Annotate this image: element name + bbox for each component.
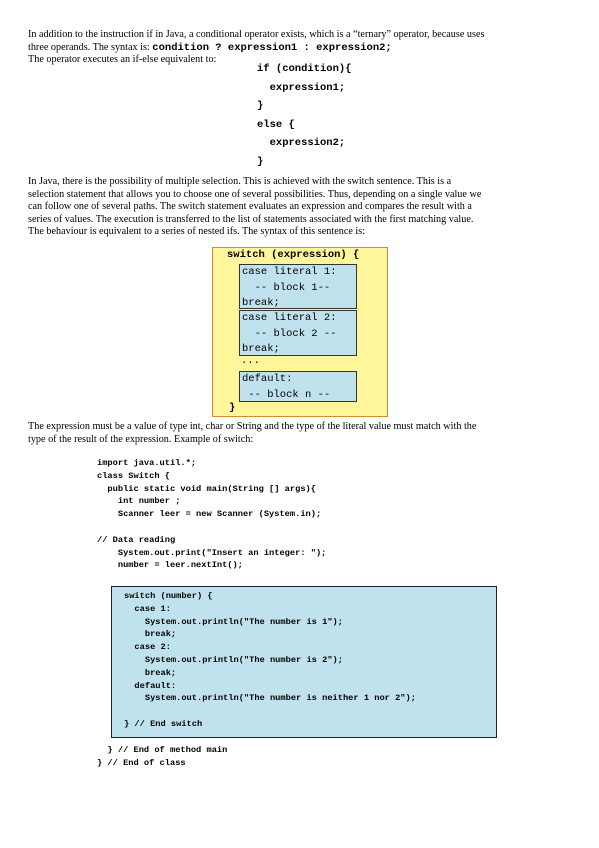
ternary-syntax-code: condition ? expression1 : expression2; bbox=[152, 41, 392, 54]
code-line: Scanner leer = new Scanner (System.in); bbox=[97, 509, 322, 520]
case-1-line: -- block 1-- bbox=[242, 281, 331, 294]
case-2-line: -- block 2 -- bbox=[242, 327, 337, 340]
ellipsis: ... bbox=[241, 355, 260, 367]
intro-line-1: In addition to the instruction if in Jav… bbox=[28, 29, 485, 40]
if-code-line: } bbox=[257, 100, 264, 112]
switch-code-line: switch (number) { bbox=[124, 591, 213, 601]
code-line: } // End of class bbox=[97, 757, 186, 768]
switch-code-line: System.out.println("The number is 2"); bbox=[124, 654, 343, 665]
intro-line-2-text: three operands. The syntax is: bbox=[28, 41, 153, 53]
if-code-line: else { bbox=[257, 118, 295, 131]
switch-code-line: break; bbox=[124, 667, 177, 678]
code-line bbox=[97, 521, 326, 534]
code-line: System.out.print("Insert an integer: "); bbox=[97, 547, 327, 558]
expression-line: The expression must be a value of type i… bbox=[28, 421, 477, 432]
intro-line-3: The operator executes an if-else equival… bbox=[28, 54, 217, 66]
switch-closing-brace: } bbox=[229, 402, 236, 414]
intro-line-2: three operands. The syntax is: condition… bbox=[28, 42, 578, 55]
example-switch-code: switch (number) { case 1: System.out.pri… bbox=[124, 590, 416, 731]
ternary-intro-paragraph: In addition to the instruction if in Jav… bbox=[28, 29, 578, 67]
case-1-line: case literal 1: bbox=[242, 266, 337, 278]
switch-code-line: case 2: bbox=[124, 642, 171, 653]
if-code-line: if (condition){ bbox=[257, 63, 352, 75]
case-2-line: case literal 2: bbox=[242, 312, 337, 324]
example-code-bottom: } // End of method main } // End of class bbox=[97, 744, 227, 770]
if-code-line: expression2; bbox=[257, 137, 346, 149]
code-line: import java.util.*; bbox=[97, 458, 197, 468]
example-switch-box: switch (number) { case 1: System.out.pri… bbox=[111, 586, 497, 738]
switch-code-line: break; bbox=[124, 629, 177, 640]
switch-code-line: case 1: bbox=[124, 603, 171, 614]
switch-code-line: System.out.println("The number is 1"); bbox=[124, 616, 343, 627]
code-line: // Data reading bbox=[97, 534, 176, 545]
switch-code-line: } // End switch bbox=[124, 718, 203, 729]
switch-syntax-diagram: switch (expression) { case literal 1: --… bbox=[212, 247, 388, 417]
switch-code-line bbox=[124, 705, 416, 718]
switch-code-line: default: bbox=[124, 680, 177, 691]
example-code-top: import java.util.*; class Switch { public… bbox=[97, 457, 326, 572]
switch-intro-line: selection statement that allows you to c… bbox=[28, 188, 482, 200]
switch-intro-paragraph: In Java, there is the possibility of mul… bbox=[28, 176, 578, 239]
code-line: public static void main(String [] args){ bbox=[97, 483, 316, 494]
expression-paragraph: The expression must be a value of type i… bbox=[28, 421, 578, 446]
code-line: } // End of method main bbox=[97, 745, 228, 755]
switch-header: switch (expression) { bbox=[227, 249, 360, 261]
switch-intro-line: series of values. The execution is trans… bbox=[28, 213, 474, 225]
if-code-line: } bbox=[257, 155, 264, 168]
switch-intro-line: can follow one of several paths. The swi… bbox=[28, 201, 472, 213]
code-line: number = leer.nextInt(); bbox=[97, 560, 243, 571]
code-line: class Switch { bbox=[97, 470, 170, 481]
case-2-line: break; bbox=[242, 343, 280, 355]
default-line: -- block n -- bbox=[242, 388, 331, 401]
switch-intro-line: The behaviour is equivalent to a series … bbox=[28, 226, 366, 238]
default-box: default: -- block n -- bbox=[239, 371, 357, 402]
if-else-code-block: if (condition){ expression1;} else { expr… bbox=[257, 60, 352, 171]
expression-line: type of the result of the expression. Ex… bbox=[28, 433, 254, 445]
code-line: int number ; bbox=[97, 496, 181, 507]
switch-intro-line: In Java, there is the possibility of mul… bbox=[28, 176, 452, 187]
case-1-line: break; bbox=[242, 297, 280, 309]
switch-code-line: System.out.println("The number is neithe… bbox=[124, 693, 416, 704]
case-1-box: case literal 1: -- block 1-- break; bbox=[239, 264, 357, 309]
default-line: default: bbox=[242, 373, 293, 385]
case-2-box: case literal 2: -- block 2 -- break; bbox=[239, 310, 357, 356]
if-code-line: expression1; bbox=[257, 81, 346, 94]
